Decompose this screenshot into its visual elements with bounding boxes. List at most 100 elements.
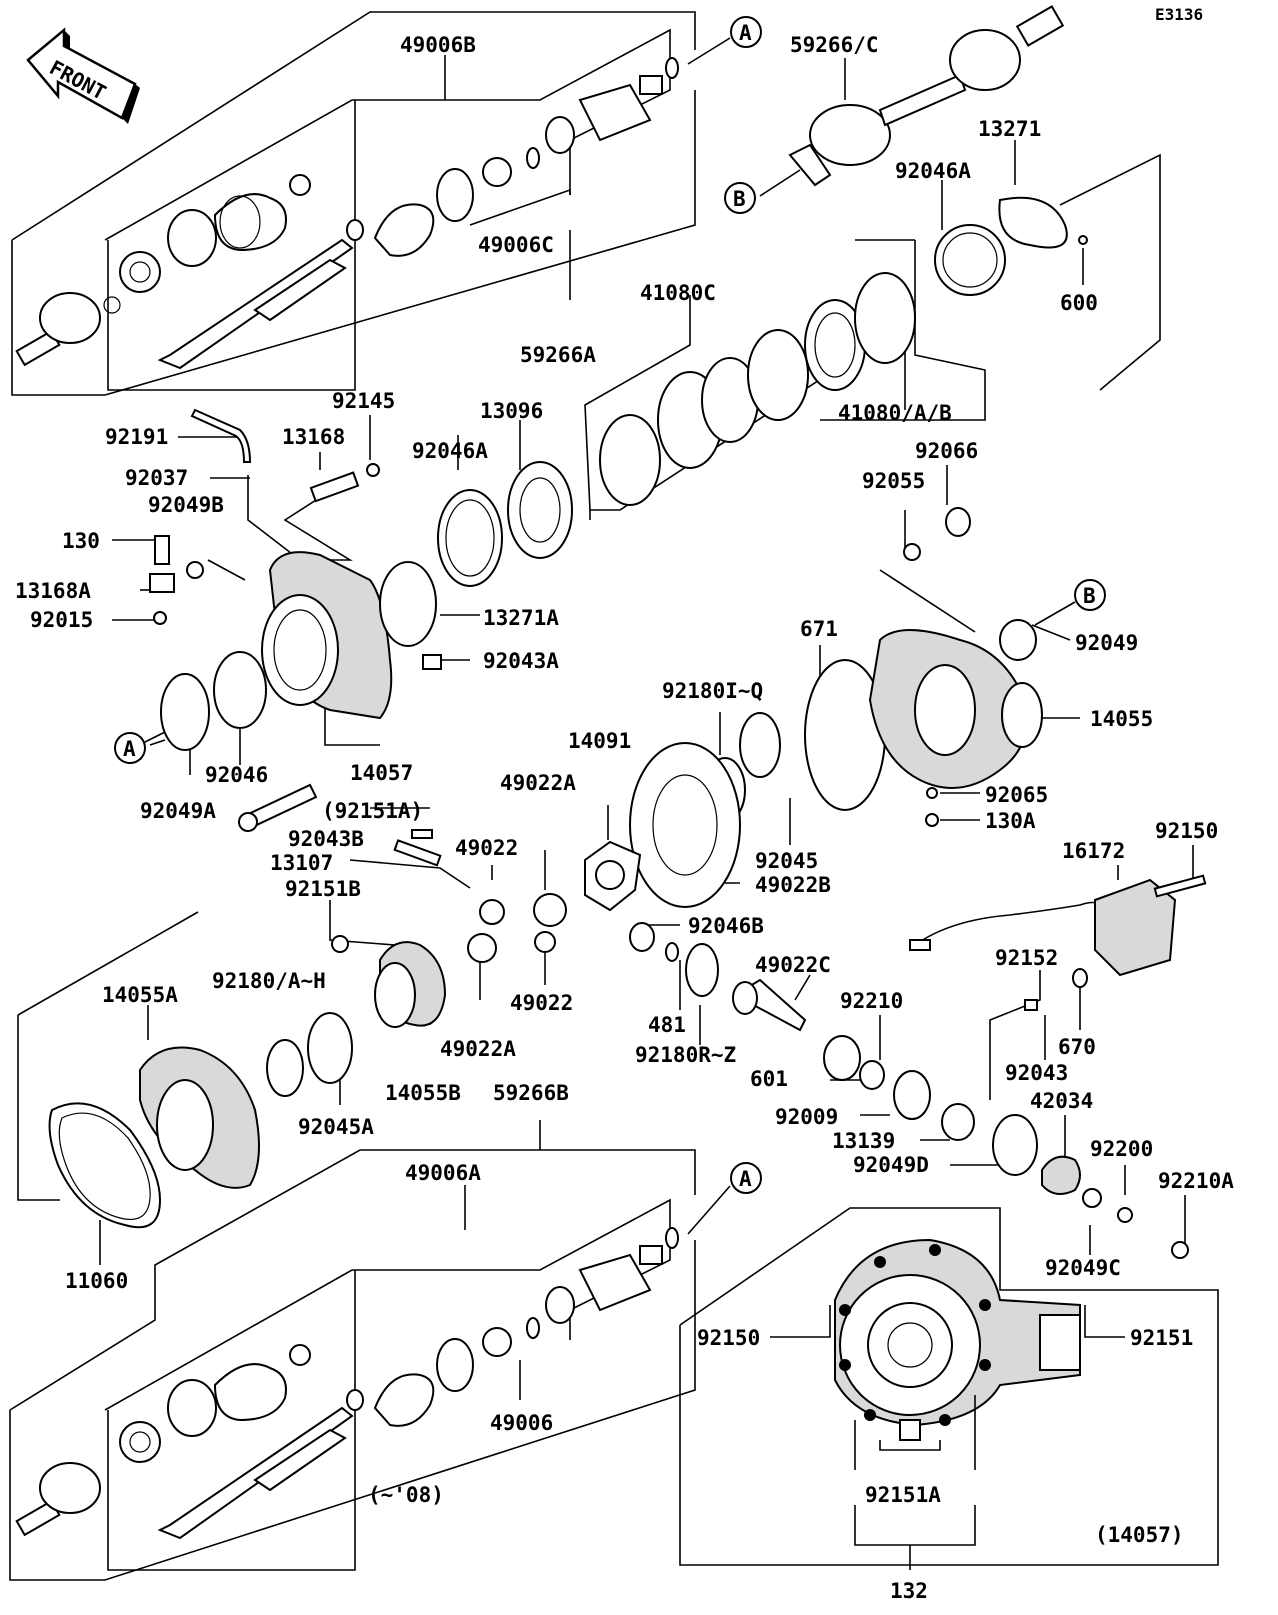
label-13168: 13168	[282, 425, 345, 449]
label-49022A-top: 49022A	[500, 771, 576, 795]
label-59266B: 59266B	[493, 1081, 569, 1105]
label-130A: 130A	[985, 809, 1036, 833]
label-92210A: 92210A	[1158, 1169, 1234, 1193]
label-49006C: 49006C	[478, 233, 554, 257]
label-41080C: 41080C	[640, 281, 716, 305]
note-assembly: (14057)	[1095, 1523, 1184, 1547]
label-92037: 92037	[125, 466, 188, 490]
callout-b-mid: B	[1034, 579, 1106, 626]
label-49022-top: 49022	[455, 836, 518, 860]
label-92200: 92200	[1090, 1137, 1153, 1161]
label-16172: 16172	[1062, 839, 1125, 863]
label-481: 481	[648, 1013, 686, 1037]
label-92015: 92015	[30, 608, 93, 632]
label-49006B: 49006B	[400, 33, 476, 57]
label-92049B: 92049B	[148, 493, 224, 517]
label-92009: 92009	[775, 1105, 838, 1129]
actuator-group	[823, 845, 1207, 1259]
callout-a-top-label: A	[739, 21, 752, 45]
label-14055: 14055	[1090, 707, 1153, 731]
front-housing-14055	[804, 465, 1080, 827]
callout-b-top-label: B	[733, 187, 746, 211]
label-671: 671	[800, 617, 838, 641]
label-92046A-mid: 92046A	[412, 439, 488, 463]
label-13271A: 13271A	[483, 606, 559, 630]
label-92049: 92049	[1075, 631, 1138, 655]
label-13096: 13096	[480, 399, 543, 423]
label-92210: 92210	[840, 989, 903, 1013]
label-59266C: 59266/C	[790, 33, 879, 57]
label-92150-top: 92150	[1155, 819, 1218, 843]
right-drive-shaft	[759, 5, 1065, 197]
label-130: 130	[62, 529, 100, 553]
label-14057: 14057	[350, 761, 413, 785]
label-49006: 49006	[490, 1411, 553, 1435]
label-49022C: 49022C	[755, 953, 831, 977]
label-41080AB: 41080/A/B	[838, 401, 952, 425]
label-92152: 92152	[995, 946, 1058, 970]
label-92043: 92043	[1005, 1061, 1068, 1085]
label-13168A: 13168A	[15, 579, 91, 603]
callout-b-top: B	[724, 182, 756, 214]
label-92055: 92055	[862, 469, 925, 493]
diagram-code: E3136	[1155, 5, 1203, 24]
label-92045A: 92045A	[298, 1115, 374, 1139]
label-92049C: 92049C	[1045, 1256, 1121, 1280]
label-92043A: 92043A	[483, 649, 559, 673]
label-13107: 13107	[270, 851, 333, 875]
label-600: 600	[1060, 291, 1098, 315]
label-92180RZ: 92180R~Z	[635, 1043, 736, 1067]
label-92191: 92191	[105, 425, 168, 449]
callout-a-bottom-label: A	[739, 1167, 752, 1191]
label-132: 132	[890, 1579, 928, 1603]
label-11060: 11060	[65, 1269, 128, 1293]
label-92046B: 92046B	[688, 914, 764, 938]
label-92150-bot: 92150	[697, 1326, 760, 1350]
label-59266A: 59266A	[520, 343, 596, 367]
label-92045: 92045	[755, 849, 818, 873]
label-49022-bot: 49022	[510, 991, 573, 1015]
label-13139: 13139	[832, 1129, 895, 1153]
label-49022A-bot: 49022A	[440, 1037, 516, 1061]
label-92151B: 92151B	[285, 877, 361, 901]
label-92046: 92046	[205, 763, 268, 787]
upper-drive-shaft-group	[11, 11, 696, 396]
callout-b-mid-label: B	[1083, 584, 1096, 608]
label-601: 601	[750, 1067, 788, 1091]
front-arrow-icon: FRONT	[26, 27, 140, 124]
label-92180IQ: 92180I~Q	[662, 679, 763, 703]
label-92151A-paren: (92151A)	[322, 799, 423, 823]
label-92145: 92145	[332, 389, 395, 413]
label-92151A: 92151A	[865, 1483, 941, 1507]
note-year: (~'08)	[368, 1483, 444, 1507]
cover-14055A	[17, 911, 260, 1265]
clutch-pack-group	[584, 239, 986, 520]
label-92049D: 92049D	[853, 1153, 929, 1177]
rear-housing-14057	[112, 408, 573, 832]
label-92065: 92065	[985, 783, 1048, 807]
label-13271: 13271	[978, 117, 1041, 141]
lower-drive-shaft-group	[9, 1120, 696, 1581]
label-49006A: 49006A	[405, 1161, 481, 1185]
part-labels: E3136 49006B 59266/C 13271 92046A 49006C…	[15, 5, 1234, 1603]
assembly-view-14057	[679, 1207, 1219, 1570]
differential-group	[266, 712, 811, 1105]
callout-a-left: A	[114, 731, 166, 764]
label-92066: 92066	[915, 439, 978, 463]
label-92046A-top: 92046A	[895, 159, 971, 183]
label-670: 670	[1058, 1035, 1096, 1059]
label-92043B: 92043B	[288, 827, 364, 851]
label-14055B: 14055B	[385, 1081, 461, 1105]
label-92151: 92151	[1130, 1326, 1193, 1350]
label-92180AH: 92180/A~H	[212, 969, 326, 993]
callout-a-top: A	[687, 16, 762, 65]
label-92049A: 92049A	[140, 799, 216, 823]
callout-a-left-label: A	[123, 737, 136, 761]
label-49022B: 49022B	[755, 873, 831, 897]
label-42034: 42034	[1030, 1089, 1093, 1113]
label-14055A: 14055A	[102, 983, 178, 1007]
label-14091: 14091	[568, 729, 631, 753]
upper-right-thrust-group	[934, 140, 1161, 391]
callout-a-bottom: A	[687, 1162, 762, 1235]
